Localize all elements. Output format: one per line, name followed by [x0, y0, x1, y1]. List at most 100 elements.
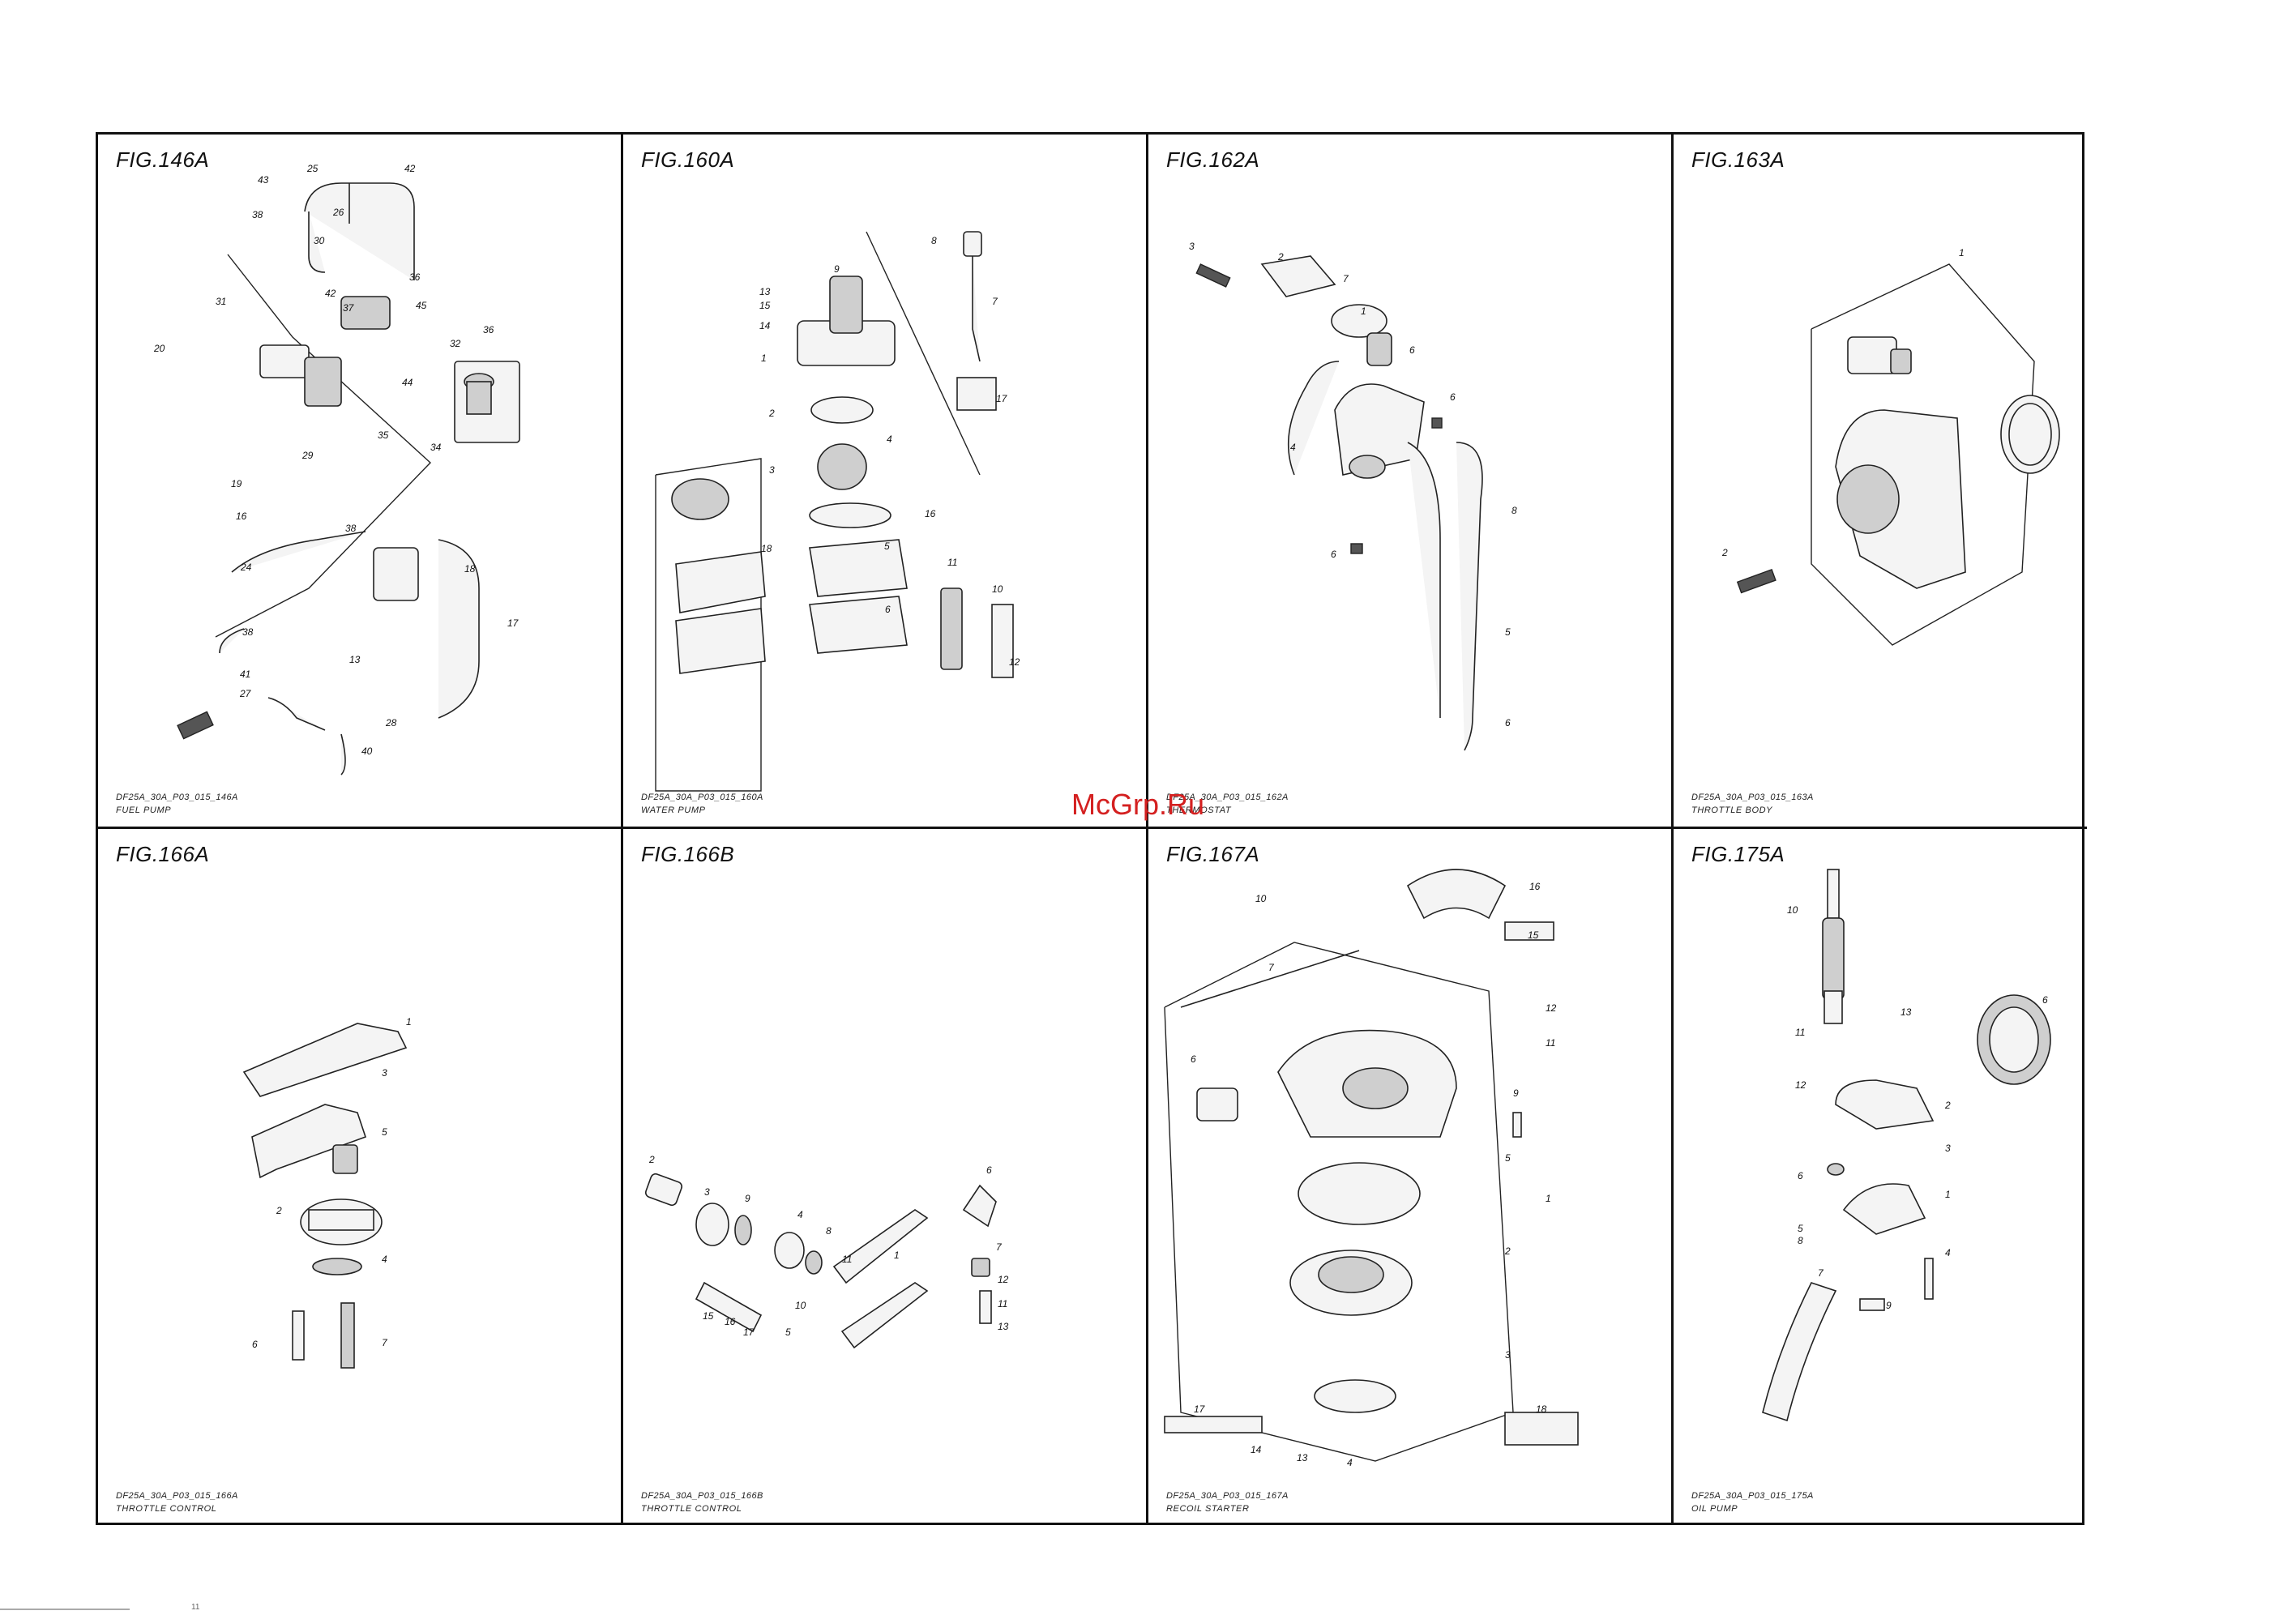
drawing-reference-name: WATER PUMP [641, 805, 706, 815]
svg-text:11: 11 [1546, 1037, 1555, 1049]
svg-text:1: 1 [1959, 247, 1965, 258]
svg-text:17: 17 [507, 617, 519, 629]
svg-text:4: 4 [887, 434, 892, 445]
svg-text:6: 6 [1450, 391, 1456, 403]
panel-fig-160a: FIG.160A 8 9 7 13 15 14 1 17 [623, 135, 1148, 829]
water-pump-exploded-drawing: 8 9 7 13 15 14 1 17 2 4 3 16 5 6 18 11 1… [655, 231, 1020, 792]
svg-text:7: 7 [996, 1241, 1003, 1253]
svg-text:8: 8 [1511, 505, 1517, 516]
svg-text:16: 16 [236, 511, 247, 522]
svg-text:3: 3 [1189, 241, 1195, 252]
oil-pump-exploded-drawing: 10 13 11 6 12 2 3 6 1 5 8 4 7 9 [1762, 869, 2051, 1422]
svg-text:18: 18 [761, 543, 772, 554]
figure-title: FIG.166B [641, 842, 735, 866]
svg-text:6: 6 [1798, 1170, 1803, 1181]
svg-text:13: 13 [759, 286, 771, 297]
page-edge-line [0, 1609, 130, 1610]
figure-title: FIG.167A [1166, 842, 1260, 866]
svg-text:17: 17 [996, 393, 1008, 404]
drawing-reference-code: DF25A_30A_P03_015_163A [1691, 793, 1814, 802]
drawing-reference-code: DF25A_30A_P03_015_146A [116, 793, 238, 802]
svg-text:15: 15 [759, 300, 771, 311]
svg-text:14: 14 [1251, 1444, 1262, 1455]
svg-text:8: 8 [826, 1225, 832, 1237]
svg-text:6: 6 [986, 1164, 992, 1176]
svg-text:16: 16 [1529, 881, 1541, 892]
figure-title: FIG.166A [116, 842, 210, 866]
svg-text:4: 4 [1945, 1247, 1951, 1258]
figure-title: FIG.163A [1691, 147, 1785, 172]
svg-text:10: 10 [1255, 893, 1267, 904]
svg-text:13: 13 [349, 654, 361, 665]
drawing-reference-code: DF25A_30A_P03_015_167A [1166, 1491, 1289, 1501]
svg-text:13: 13 [1297, 1452, 1308, 1463]
svg-text:11: 11 [1795, 1027, 1805, 1038]
svg-text:1: 1 [761, 352, 767, 364]
svg-text:12: 12 [1546, 1002, 1557, 1014]
svg-text:5: 5 [382, 1126, 387, 1138]
svg-text:7: 7 [992, 296, 998, 307]
svg-text:5: 5 [1798, 1223, 1803, 1234]
svg-text:20: 20 [153, 343, 165, 354]
svg-text:32: 32 [450, 338, 461, 349]
svg-text:2: 2 [648, 1154, 655, 1165]
svg-text:36: 36 [483, 324, 494, 335]
drawing-reference-code: DF25A_30A_P03_015_175A [1691, 1491, 1814, 1501]
svg-text:7: 7 [382, 1337, 388, 1348]
svg-text:38: 38 [345, 523, 357, 534]
svg-text:15: 15 [703, 1310, 714, 1322]
svg-text:14: 14 [759, 320, 771, 331]
throttle-body-exploded-drawing: 1 2 [1721, 247, 2060, 646]
svg-text:5: 5 [1505, 626, 1511, 638]
svg-text:6: 6 [1505, 717, 1511, 728]
panel-fig-166a: FIG.166A 1 3 5 2 4 6 7 DF25A_30A_P03_015… [98, 829, 623, 1525]
svg-text:6: 6 [1409, 344, 1415, 356]
svg-text:31: 31 [216, 296, 226, 307]
svg-text:45: 45 [416, 300, 427, 311]
svg-text:36: 36 [409, 271, 421, 283]
svg-text:1: 1 [894, 1250, 900, 1261]
svg-text:10: 10 [795, 1300, 806, 1311]
svg-text:4: 4 [797, 1209, 803, 1220]
svg-text:24: 24 [240, 562, 252, 573]
svg-text:9: 9 [1513, 1087, 1519, 1099]
drawing-reference-code: DF25A_30A_P03_015_160A [641, 793, 763, 802]
svg-text:18: 18 [464, 563, 476, 575]
figure-title: FIG.162A [1166, 147, 1260, 172]
figure-title: FIG.160A [641, 147, 735, 172]
svg-text:2: 2 [1721, 547, 1728, 558]
svg-text:29: 29 [301, 450, 314, 461]
drawing-reference-name: RECOIL STARTER [1166, 1504, 1250, 1514]
thermostat-exploded-drawing: 3 2 7 1 6 6 4 8 6 5 6 [1189, 241, 1517, 751]
drawing-reference-name: THROTTLE CONTROL [116, 1504, 217, 1514]
drawing-reference-name: FUEL PUMP [116, 805, 172, 815]
svg-text:2: 2 [1277, 251, 1284, 263]
svg-text:30: 30 [314, 235, 325, 246]
svg-text:25: 25 [306, 163, 319, 174]
svg-text:28: 28 [385, 717, 397, 728]
svg-text:11: 11 [842, 1254, 852, 1265]
panel-fig-162a: FIG.162A 3 2 7 1 6 6 4 8 6 5 6 DF25A_30A… [1148, 135, 1674, 829]
svg-text:27: 27 [239, 688, 252, 699]
drawing-reference-name: OIL PUMP [1691, 1504, 1738, 1514]
figure-title: FIG.175A [1691, 842, 1785, 866]
drawing-reference-code: DF25A_30A_P03_015_162A [1166, 793, 1289, 802]
svg-text:6: 6 [1191, 1053, 1196, 1065]
svg-text:43: 43 [258, 174, 269, 186]
svg-text:16: 16 [925, 508, 936, 519]
svg-text:19: 19 [231, 478, 242, 489]
svg-text:2: 2 [276, 1205, 282, 1216]
svg-text:41: 41 [240, 669, 250, 680]
svg-text:38: 38 [242, 626, 254, 638]
svg-text:3: 3 [1505, 1349, 1511, 1361]
panel-fig-167a: FIG.167A 10 16 15 7 12 11 6 9 5 1 [1148, 829, 1674, 1525]
svg-text:12: 12 [1795, 1079, 1806, 1091]
throttle-control-b-exploded-drawing: 2 3 9 4 8 11 6 7 1 15 16 17 10 5 12 11 1… [644, 1154, 1009, 1349]
svg-text:4: 4 [382, 1254, 387, 1265]
svg-text:3: 3 [704, 1186, 710, 1198]
svg-text:7: 7 [1818, 1267, 1824, 1279]
drawing-reference-code: DF25A_30A_P03_015_166B [641, 1491, 763, 1501]
svg-text:1: 1 [1945, 1189, 1951, 1200]
svg-text:15: 15 [1528, 929, 1539, 941]
svg-text:6: 6 [252, 1339, 258, 1350]
